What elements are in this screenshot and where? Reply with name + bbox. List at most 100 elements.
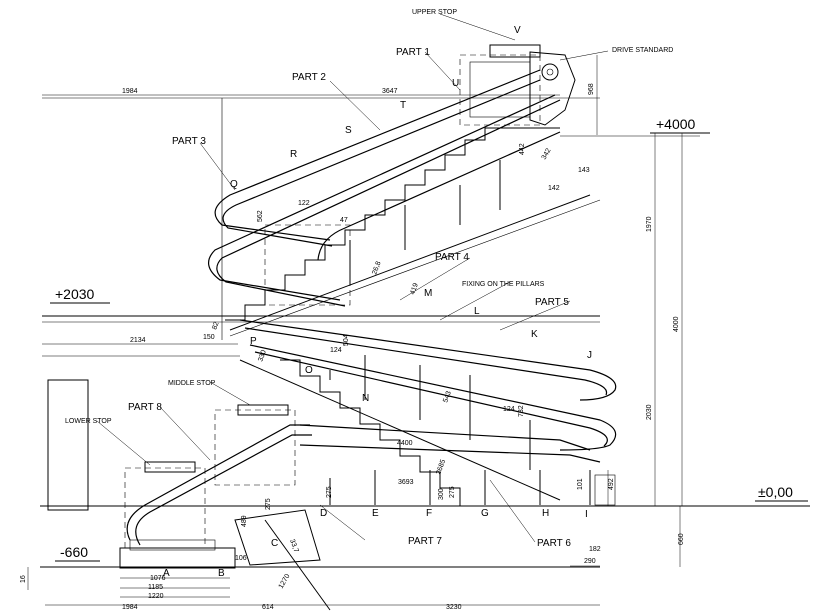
dim-3693: 3693 (398, 479, 414, 486)
part-4-label: PART 4 (435, 252, 469, 263)
point-c: C (271, 538, 278, 549)
dim-342: 342 (541, 147, 553, 161)
dim-1984-bot: 1984 (122, 604, 138, 611)
pillars (329, 160, 591, 505)
drive-standard-label: DRIVE STANDARD (612, 47, 673, 54)
point-p: P (250, 336, 257, 347)
point-n: N (362, 393, 369, 404)
dim-16: 16 (20, 575, 27, 583)
dim-1220: 1220 (148, 593, 164, 600)
upper-stair (225, 127, 601, 337)
dim-124b: 124 (503, 406, 515, 413)
dim-2134: 2134 (130, 337, 146, 344)
level-lines (40, 97, 810, 568)
level-marker-ground: ±0,00 (755, 484, 808, 502)
callouts: UPPER STOP DRIVE STANDARD MIDDLE STOP LO… (65, 9, 673, 425)
level-bottom-text: -660 (60, 544, 88, 560)
dim-150: 150 (203, 334, 215, 341)
dim-489: 489 (241, 515, 248, 527)
dim-268: 26,8 (371, 260, 382, 275)
point-b: B (218, 568, 225, 579)
upper-stop-label: UPPER STOP (412, 9, 457, 16)
dim-614: 614 (262, 604, 274, 611)
dim-101: 101 (577, 478, 584, 490)
dim-1984-top: 1984 (122, 88, 138, 95)
dim-124a: 124 (330, 347, 342, 354)
point-r: R (290, 149, 297, 160)
point-v: V (514, 25, 521, 36)
point-t: T (400, 100, 406, 111)
dim-732: 732 (518, 405, 525, 417)
dim-300: 300 (438, 488, 445, 500)
dim-290: 290 (584, 558, 596, 565)
dim-2685: 2685 (435, 459, 447, 476)
point-j: J (587, 350, 592, 361)
dim-419: 419 (409, 282, 420, 295)
point-h: H (542, 508, 549, 519)
dim-142: 142 (548, 185, 560, 192)
point-k: K (531, 329, 538, 340)
dim-660: 660 (678, 533, 685, 545)
level-marker-top: +4000 (650, 116, 710, 134)
vertical-dims (27, 55, 683, 590)
point-e: E (372, 508, 379, 519)
part-2-label: PART 2 (292, 72, 326, 83)
dim-2030: 2030 (646, 404, 653, 420)
lower-rails (126, 319, 617, 546)
point-o: O (305, 365, 313, 376)
dim-122: 122 (298, 200, 310, 207)
part-7-label: PART 7 (408, 536, 442, 547)
dim-442: 442 (519, 143, 526, 155)
upper-rails (208, 69, 561, 307)
dim-562: 562 (257, 210, 264, 222)
part-6-label: PART 6 (537, 538, 571, 549)
part-5-label: PART 5 (535, 297, 569, 308)
dim-182: 182 (589, 546, 601, 553)
point-a: A (163, 568, 170, 579)
level-middle-text: +2030 (55, 286, 95, 302)
middle-stop-station (214, 224, 351, 486)
dim-543: 543 (442, 390, 453, 403)
leader-lines (96, 13, 609, 543)
point-f: F (426, 508, 432, 519)
point-u: U (452, 78, 459, 89)
point-l: L (474, 306, 480, 317)
level-marker-bottom: -660 (55, 544, 100, 562)
level-top-text: +4000 (656, 116, 696, 132)
dim-82: 82 (211, 321, 220, 331)
part-8-label: PART 8 (128, 402, 162, 413)
dim-1270: 1270 (278, 573, 292, 590)
drive-unit (529, 51, 576, 126)
point-s: S (345, 125, 352, 136)
part-3-label: PART 3 (172, 136, 206, 147)
fixing-label: FIXING ON THE PILLARS (462, 281, 545, 288)
lower-stop-label: LOWER STOP (65, 418, 112, 425)
dim-275a: 275 (326, 486, 333, 498)
dim-1970: 1970 (646, 216, 653, 232)
point-q: Q (230, 179, 238, 190)
dim-1076: 1076 (150, 575, 166, 582)
part-labels: PART 1 PART 2 PART 3 PART 4 PART 5 PART … (128, 47, 571, 549)
dim-504: 504 (343, 334, 350, 346)
dim-47: 47 (340, 217, 348, 224)
dim-330: 330 (257, 349, 268, 362)
point-m: M (424, 288, 432, 299)
dim-4400: 4400 (397, 440, 413, 447)
dim-275c: 275 (265, 498, 272, 510)
dim-275b: 275 (449, 486, 456, 498)
lower-stair (239, 359, 561, 506)
part-1-label: PART 1 (396, 47, 430, 58)
pit-detail (47, 379, 616, 611)
dim-106: 106 (235, 555, 247, 562)
point-d: D (320, 508, 327, 519)
point-letters: V U T S R Q P O N M L K J I H G F E D C … (163, 25, 592, 579)
dim-3647: 3647 (382, 88, 398, 95)
dim-1185: 1185 (148, 584, 163, 591)
dim-143: 143 (578, 167, 590, 174)
dimension-values: 1984 3647 968 442 342 143 142 1970 4000 … (20, 83, 685, 611)
middle-stop-label: MIDDLE STOP (168, 380, 216, 387)
level-ground-text: ±0,00 (758, 484, 793, 500)
dim-4000: 4000 (673, 316, 680, 332)
dim-3230: 3230 (446, 604, 462, 611)
